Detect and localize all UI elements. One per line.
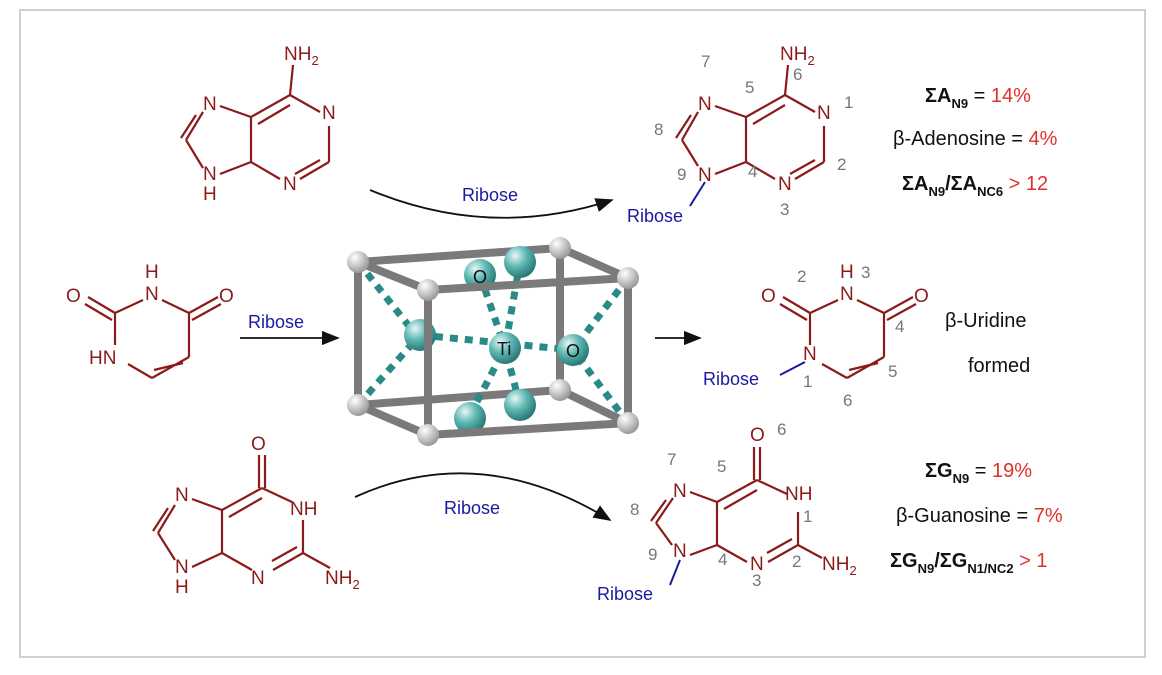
atom-o: O (219, 286, 234, 307)
tio2-catalyst-cube: Ti O O (347, 237, 639, 446)
atom-n: N (203, 164, 217, 185)
o-atom-label: O (566, 341, 580, 361)
guanosine-structure (650, 447, 823, 563)
atom-o: O (66, 286, 81, 307)
atom-h: H (145, 262, 159, 283)
svg-text:3: 3 (780, 200, 789, 219)
svg-text:ΣGN9 = 19%: ΣGN9 = 19% (925, 460, 1032, 486)
svg-text:7: 7 (667, 450, 676, 469)
svg-text:6: 6 (793, 65, 802, 84)
svg-text:2: 2 (797, 267, 806, 286)
guanosine-results: ΣGN9 = 19% β-Guanosine = 7% ΣGN9/ΣGN1/NC… (890, 460, 1063, 576)
svg-text:formed: formed (968, 355, 1030, 377)
svg-text:8: 8 (654, 120, 663, 139)
reaction-arrow-top (369, 189, 614, 219)
atom-nh: NH (290, 499, 317, 520)
svg-text:β-Uridine: β-Uridine (945, 310, 1027, 332)
svg-text:ΣAN9/ΣANC6 > 12: ΣAN9/ΣANC6 > 12 (902, 173, 1048, 199)
atom-o: O (251, 434, 266, 455)
svg-text:4: 4 (748, 162, 757, 181)
guanine-nh2: NH2 (325, 568, 360, 592)
atom-h: H (203, 184, 217, 205)
atom-n: N (673, 481, 687, 502)
atom-h: H (175, 577, 189, 598)
svg-text:4: 4 (895, 317, 904, 336)
atom-n: N (145, 284, 159, 305)
svg-text:5: 5 (745, 78, 754, 97)
atom-hn: HN (89, 348, 116, 369)
svg-text:2: 2 (792, 552, 801, 571)
ribose-bond (689, 181, 706, 207)
svg-text:7: 7 (701, 52, 710, 71)
svg-text:5: 5 (888, 362, 897, 381)
svg-text:2: 2 (837, 155, 846, 174)
atom-n: N (175, 485, 189, 506)
atom-n: N (698, 94, 712, 115)
svg-text:3: 3 (861, 263, 870, 282)
ribose-bond (669, 559, 681, 586)
ti-atom-label: Ti (497, 339, 511, 359)
atom-h: H (840, 262, 854, 283)
atom-n: N (283, 174, 297, 195)
reagent-label-middle: Ribose (248, 312, 304, 332)
atom-o: O (914, 286, 929, 307)
o-atom-label: O (473, 267, 487, 287)
guanosine-nh2: NH2 (822, 554, 857, 578)
reaction-arrow-bottom (354, 472, 612, 521)
frame (19, 9, 1146, 658)
svg-text:ΣAN9 = 14%: ΣAN9 = 14% (925, 85, 1031, 111)
atom-n: N (778, 174, 792, 195)
uridine-results: β-Uridine formed (945, 310, 1030, 377)
atom-n: N (322, 103, 336, 124)
uridine-structure (779, 296, 917, 379)
atom-n: N (251, 568, 265, 589)
svg-text:1: 1 (803, 372, 812, 391)
atom-o: O (761, 286, 776, 307)
svg-text:3: 3 (752, 571, 761, 590)
ribose-label: Ribose (627, 206, 683, 226)
svg-text:8: 8 (630, 500, 639, 519)
ribose-label: Ribose (597, 584, 653, 604)
ribose-bond (779, 361, 806, 376)
atom-n: N (698, 165, 712, 186)
svg-text:4: 4 (718, 550, 727, 569)
uridine-atom-numbers: 1 2 3 4 5 6 (797, 263, 904, 410)
atom-n: N (673, 541, 687, 562)
svg-text:6: 6 (777, 420, 786, 439)
atom-n: N (175, 557, 189, 578)
adenosine-nh2: NH2 (780, 44, 815, 68)
guanosine-atom-numbers: 1 2 3 4 5 6 7 8 9 (630, 420, 812, 590)
guanine-structure (152, 455, 331, 571)
svg-text:β-Guanosine = 7%: β-Guanosine = 7% (896, 505, 1063, 527)
svg-text:9: 9 (677, 165, 686, 184)
adenosine-atom-numbers: 1 2 3 4 5 6 7 8 9 (654, 52, 853, 219)
svg-text:9: 9 (648, 545, 657, 564)
svg-text:6: 6 (843, 391, 852, 410)
svg-text:ΣGN9/ΣGN1/NC2 > 1: ΣGN9/ΣGN1/NC2 > 1 (890, 550, 1047, 576)
atom-n: N (803, 344, 817, 365)
ribose-label: Ribose (703, 369, 759, 389)
atom-n: N (750, 554, 764, 575)
adenine-nh2: NH2 (284, 44, 319, 68)
atom-nh: NH (785, 484, 812, 505)
adenosine-structure (675, 64, 826, 180)
adenine-structure (180, 64, 331, 180)
svg-text:1: 1 (844, 93, 853, 112)
atom-n: N (840, 284, 854, 305)
adenosine-results: ΣAN9 = 14% β-Adenosine = 4% ΣAN9/ΣANC6 >… (893, 85, 1058, 199)
svg-text:5: 5 (717, 457, 726, 476)
atom-n: N (817, 103, 831, 124)
svg-text:1: 1 (803, 507, 812, 526)
reagent-label-top: Ribose (462, 185, 518, 205)
atom-o: O (750, 425, 765, 446)
atom-n: N (203, 94, 217, 115)
uracil-structure (84, 296, 222, 379)
reagent-label-bottom: Ribose (444, 498, 500, 518)
svg-text:β-Adenosine = 4%: β-Adenosine = 4% (893, 128, 1058, 150)
